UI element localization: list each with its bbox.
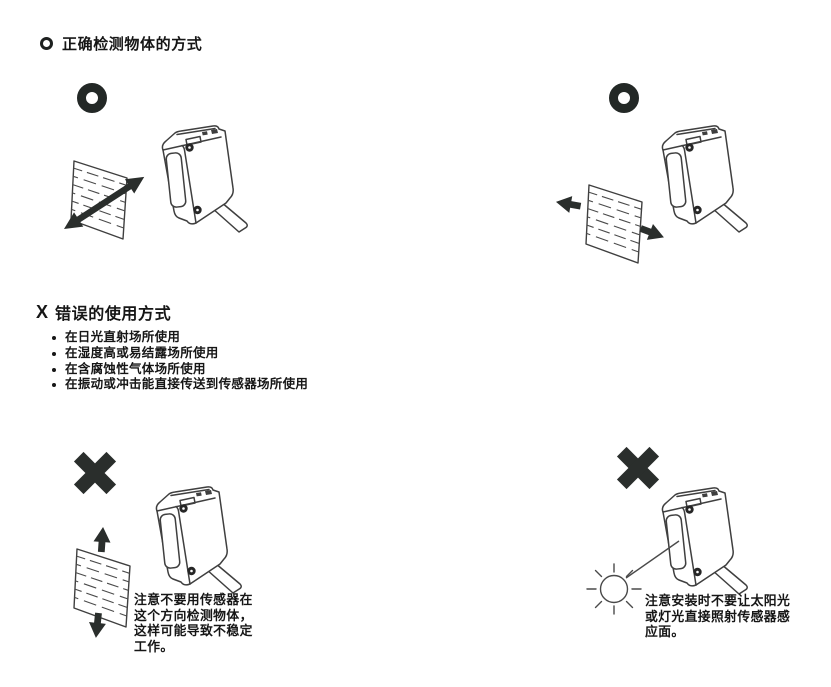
photoelectric-sensor-icon	[161, 125, 248, 233]
right-arrow-icon	[637, 220, 667, 246]
bullet-dot	[52, 367, 56, 372]
correct-left-illustration	[59, 125, 248, 240]
bullet-dot	[52, 336, 56, 340]
list-item-text: 在含腐蚀性气体场所使用	[65, 361, 206, 376]
wrong-usage-list: 在日光直射场所使用 在湿度高或易结露场所使用 在含腐蚀性气体场所使用 在振动或冲…	[52, 330, 308, 393]
list-item: 在日光直射场所使用	[52, 330, 308, 346]
list-item: 在含腐蚀性气体场所使用	[52, 362, 308, 378]
bullet-dot	[52, 351, 56, 356]
light-ray-line	[625, 540, 680, 579]
ok-ring-icon	[77, 83, 107, 113]
list-item: 在湿度高或易结露场所使用	[52, 346, 308, 362]
object-plate-icon	[585, 184, 643, 264]
wrong-title-text: 错误的使用方式	[55, 306, 172, 323]
object-plate-icon	[70, 160, 128, 240]
wrong-right-illustration	[586, 487, 748, 615]
correct-title-text: 正确检测物体的方式	[62, 36, 203, 53]
wrong-section-title: X 错误的使用方式	[36, 300, 171, 324]
sun-icon	[586, 563, 642, 615]
correct-section-title: 正确检测物体的方式	[40, 33, 202, 54]
photoelectric-sensor-icon	[155, 486, 242, 594]
photoelectric-sensor-icon	[661, 487, 748, 595]
bullet-dot	[52, 383, 56, 388]
object-plate-icon	[73, 548, 131, 628]
list-item: 在振动或冲击能直接传送到传感器场所使用	[52, 377, 308, 393]
left-arrow-icon	[554, 193, 583, 215]
photoelectric-sensor-icon	[661, 125, 748, 233]
correct-right-illustration	[554, 125, 748, 264]
up-arrow-icon	[92, 526, 112, 553]
ok-ring-icon	[609, 83, 639, 113]
list-item-text: 在日光直射场所使用	[65, 330, 181, 344]
wrong-marker-text: X	[36, 302, 49, 322]
correct-marker-icon	[40, 37, 53, 50]
wrong-right-caption: 注意安装时不要让太阳光 或灯光直接照射传感器感 应面。	[645, 593, 791, 640]
wrong-left-caption: 注意不要用传感器在 这个方向检测物体， 这样可能导致不稳定 工作。	[134, 592, 253, 654]
list-item-text: 在湿度高或易结露场所使用	[65, 345, 219, 360]
list-item-text: 在振动或冲击能直接传送到传感器场所使用	[65, 377, 309, 392]
